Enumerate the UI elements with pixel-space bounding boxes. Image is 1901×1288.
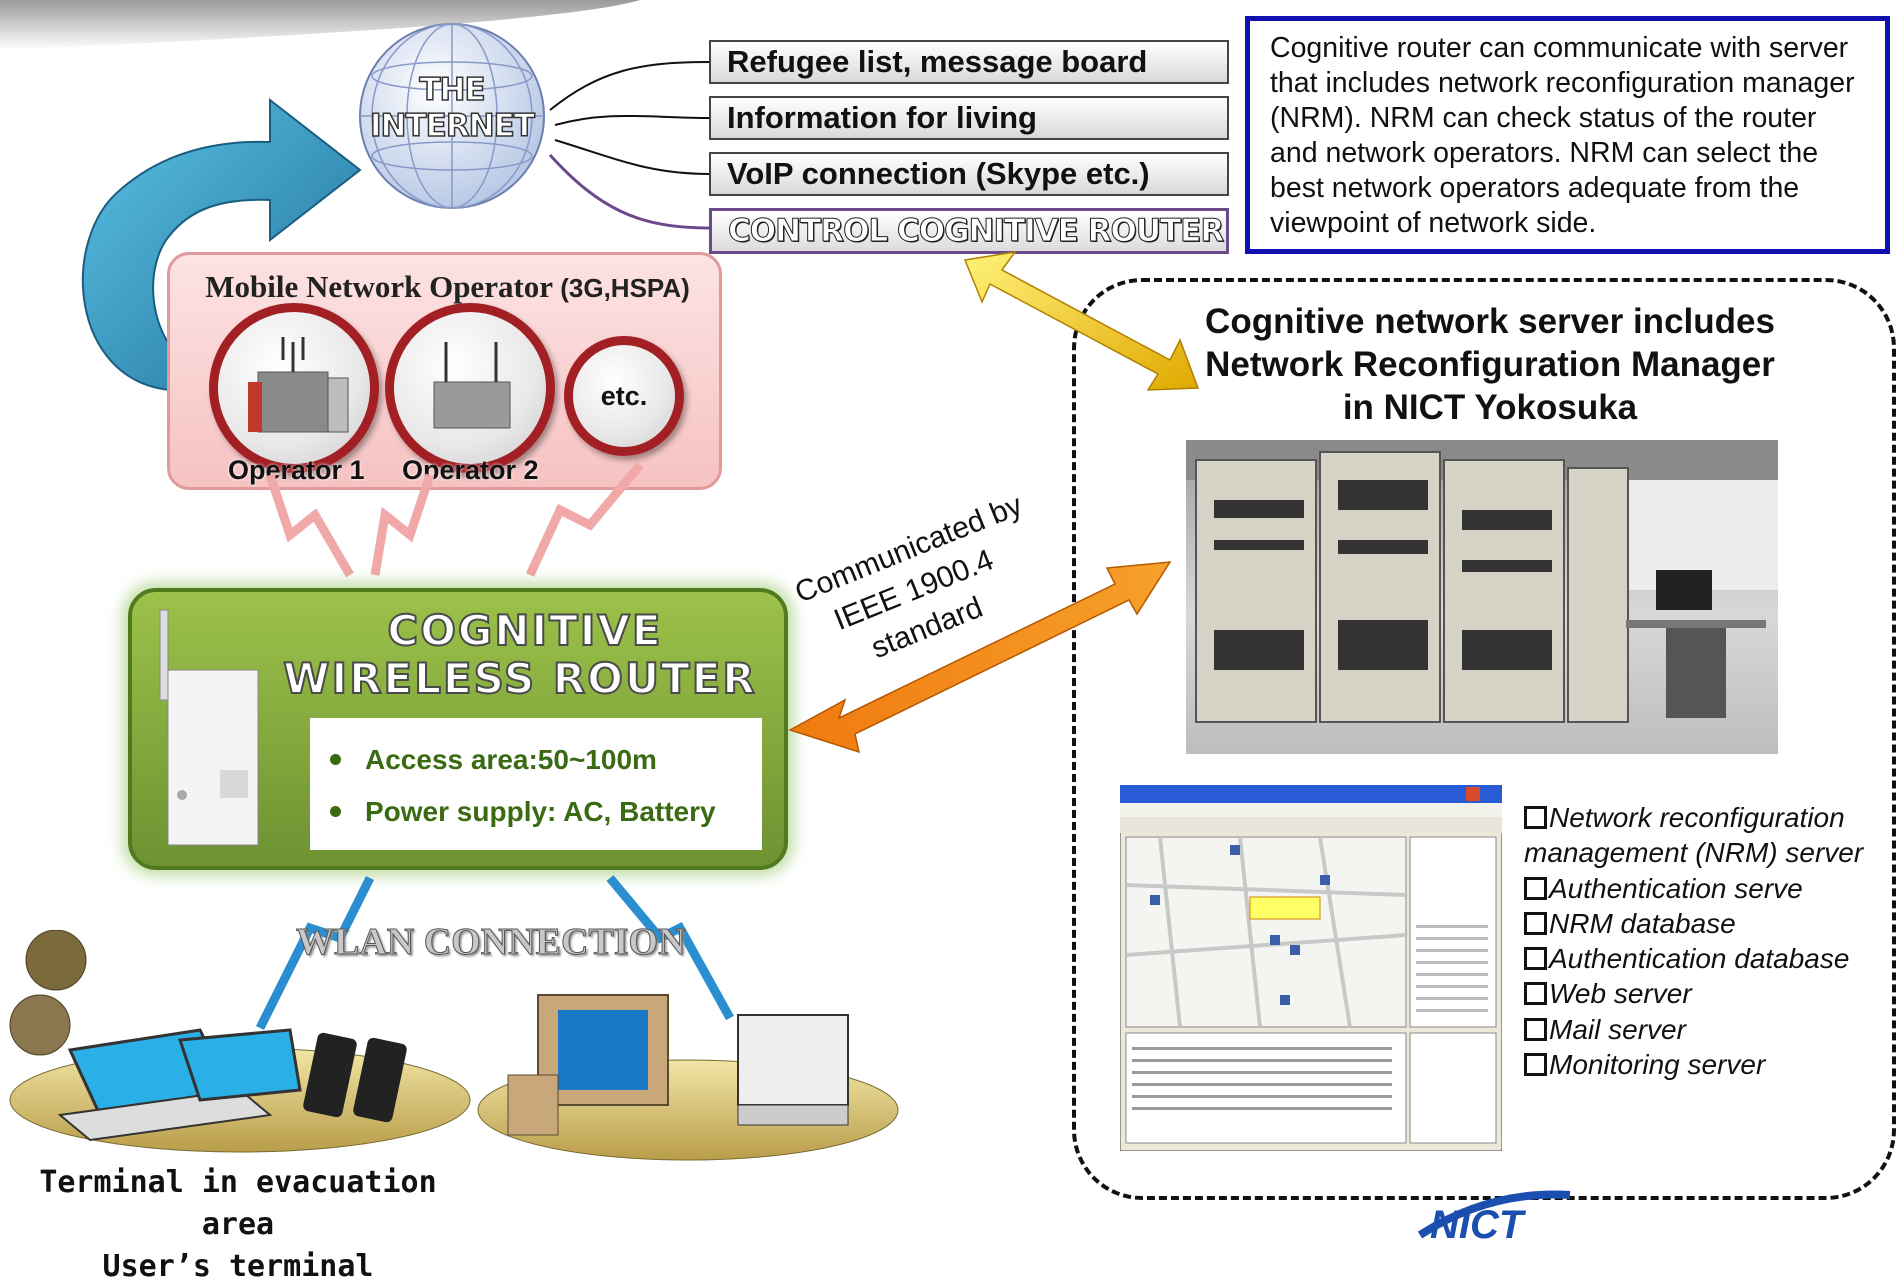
server-title-line3: in NICT Yokosuka xyxy=(1342,388,1638,427)
checkbox-square-icon xyxy=(1524,1053,1547,1077)
internet-globe-icon xyxy=(359,23,545,209)
router-spec-box: Access area:50~100m Power supply: AC, Ba… xyxy=(310,718,762,850)
router-title-line1: COGNITIVE xyxy=(386,605,663,656)
server-component-list: Network reconfiguration management (NRM)… xyxy=(1524,800,1894,1082)
server-component-item: Monitoring server xyxy=(1524,1047,1894,1082)
mno-title-text: Mobile Network Operator xyxy=(205,269,553,304)
operator-1-circle xyxy=(209,303,379,473)
checkbox-square-icon xyxy=(1524,947,1547,971)
terminal-label-line2: User’s terminal xyxy=(102,1249,374,1284)
server-component-label: NRM database xyxy=(1549,907,1736,939)
server-component-item: Network reconfiguration management (NRM)… xyxy=(1524,800,1894,871)
access-point-icon xyxy=(433,342,511,429)
internet-label-line1: THE xyxy=(419,71,487,109)
server-component-label: Web server xyxy=(1549,978,1692,1010)
nrm-map-screenshot xyxy=(1120,785,1502,1151)
base-station-icon xyxy=(248,337,349,433)
operator-etc-circle: etc. xyxy=(564,336,684,456)
wlan-links xyxy=(255,875,734,1031)
server-component-item: Authentication serve xyxy=(1524,871,1894,906)
ieee-link-arrow xyxy=(788,561,1172,754)
user-terminals xyxy=(477,994,899,1161)
router-spec-text: Power supply: AC, Battery xyxy=(365,796,716,827)
service-refugee-list: Refugee list, message board xyxy=(709,40,1229,84)
bullet-icon xyxy=(330,753,341,765)
router-spec-item: Power supply: AC, Battery xyxy=(318,786,762,838)
terminal-label: Terminal in evacuation area User’s termi… xyxy=(0,1162,476,1288)
server-component-label: Monitoring server xyxy=(1549,1049,1766,1081)
router-title-line2: WIRELESS ROUTER xyxy=(282,653,757,704)
server-title-line1: Cognitive network server includes xyxy=(1205,302,1775,341)
service-voip: VoIP connection (Skype etc.) xyxy=(709,152,1229,196)
checkbox-square-icon xyxy=(1524,1017,1547,1041)
server-title-line2: Network Reconfiguration Manager xyxy=(1205,345,1775,384)
header-band xyxy=(0,0,640,50)
server-component-item: NRM database xyxy=(1524,906,1894,941)
server-rack-photo xyxy=(1186,440,1778,754)
mno-title: Mobile Network Operator (3G,HSPA) xyxy=(170,269,725,305)
server-component-label: Network reconfiguration management (NRM)… xyxy=(1524,802,1864,869)
evacuation-terminals xyxy=(9,930,471,1153)
bullet-icon xyxy=(330,805,341,817)
checkbox-square-icon xyxy=(1524,876,1547,900)
nict-logo: NICT xyxy=(1417,1190,1571,1239)
server-component-label: Authentication serve xyxy=(1549,872,1803,904)
mno-subtitle: (3G,HSPA) xyxy=(560,273,690,303)
checkbox-square-icon xyxy=(1524,806,1547,829)
server-component-item: Mail server xyxy=(1524,1012,1894,1047)
svg-text:NICT: NICT xyxy=(1430,1203,1527,1239)
server-component-label: Mail server xyxy=(1549,1013,1686,1045)
internet-label-line2: INTERNET xyxy=(369,107,535,145)
checkbox-square-icon xyxy=(1524,911,1547,935)
cellular-links xyxy=(265,462,644,578)
service-living-info: Information for living xyxy=(709,96,1229,140)
internet-label: THE INTERNET xyxy=(352,71,552,145)
terminal-label-line1: Terminal in evacuation area xyxy=(39,1165,437,1242)
server-component-item: Authentication database xyxy=(1524,941,1894,976)
server-component-item: Web server xyxy=(1524,976,1894,1011)
router-spec-text: Access area:50~100m xyxy=(365,744,657,775)
operator-1-label: Operator 1 xyxy=(228,455,365,485)
nrm-info-note: Cognitive router can communicate with se… xyxy=(1245,16,1890,254)
router-spec-item: Access area:50~100m xyxy=(318,734,762,786)
wlan-label: WLAN CONNECTION xyxy=(296,921,687,964)
service-connectors xyxy=(548,61,711,230)
control-link-arrow xyxy=(963,250,1200,391)
server-title: Cognitive network server includes Networ… xyxy=(1150,300,1830,429)
router-device-icon xyxy=(159,609,259,846)
operator-2-circle xyxy=(385,303,555,473)
operator-etc-label: etc. xyxy=(600,380,648,411)
server-component-label: Authentication database xyxy=(1549,943,1850,975)
checkbox-square-icon xyxy=(1524,982,1547,1006)
uplink-arrow xyxy=(81,97,362,392)
service-control-router: CONTROL COGNITIVE ROUTER xyxy=(709,208,1229,254)
